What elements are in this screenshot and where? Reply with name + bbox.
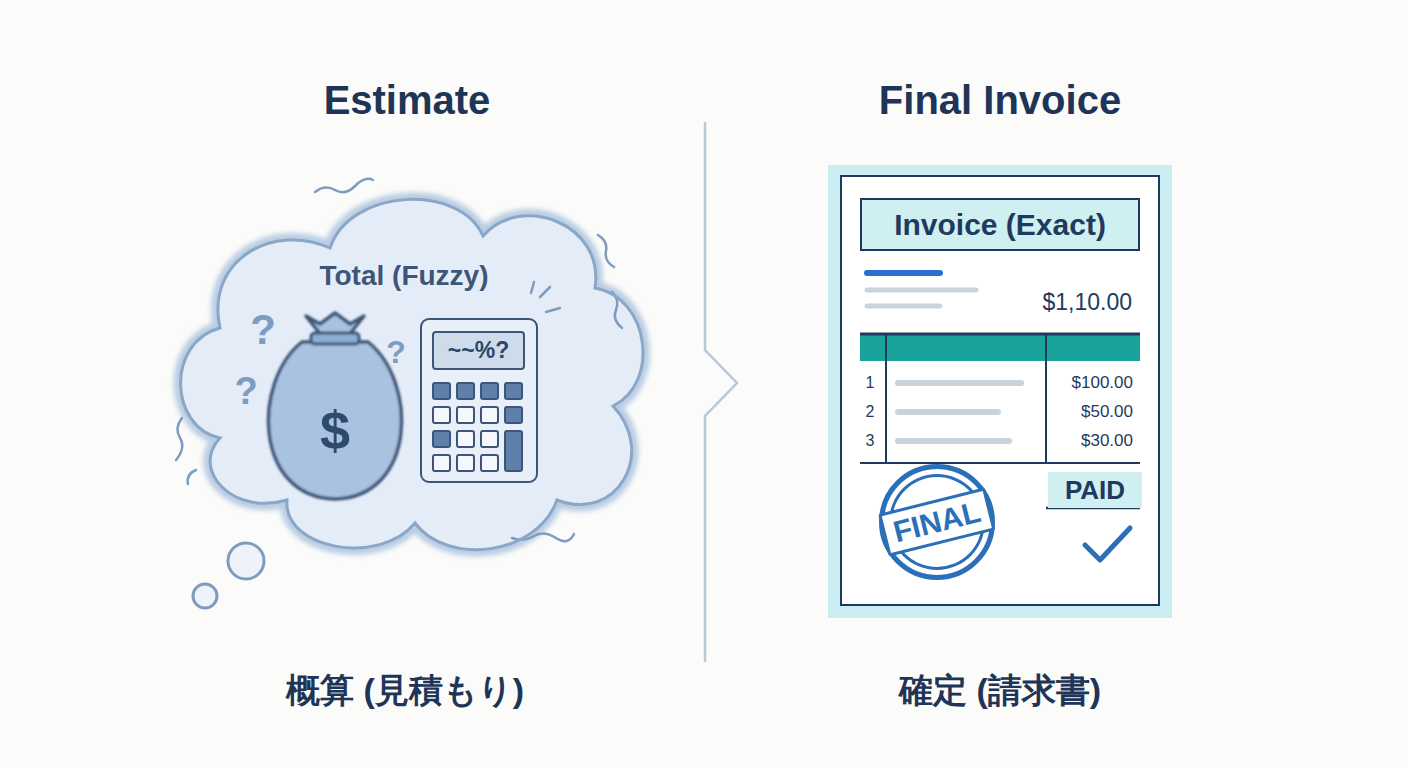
row-amount: $50.00	[1081, 402, 1133, 422]
paid-badge: PAID	[1048, 472, 1142, 508]
calculator-key	[480, 382, 499, 400]
calculator-key	[480, 430, 499, 448]
cloud-total: Total (Fuzzy)	[165, 260, 643, 292]
calculator-key	[456, 430, 475, 448]
calculator-key	[456, 382, 475, 400]
invoice-header-text: Invoice (Exact)	[862, 200, 1138, 249]
calculator-key	[480, 454, 499, 472]
caption-jp: 概算 (見積もり)	[286, 670, 524, 711]
heading: Estimate	[324, 76, 491, 124]
heading: Final Invoice	[879, 76, 1121, 124]
row-number: 1	[866, 373, 875, 392]
calculator-key	[456, 454, 475, 472]
dollar-sign: $	[320, 398, 350, 463]
calculator-key	[432, 430, 451, 448]
paid-text: PAID	[1048, 472, 1142, 508]
caption-jp: 確定 (請求書)	[899, 670, 1101, 711]
row-amount: $30.00	[1081, 431, 1133, 451]
calculator-key	[456, 406, 475, 424]
question-mark: ?	[234, 369, 257, 415]
calculator-key	[504, 382, 523, 400]
question-mark: ?	[386, 333, 406, 371]
calculator-key	[480, 406, 499, 424]
row-number: 3	[866, 431, 875, 450]
question-mark: ?	[250, 305, 276, 355]
invoice-header: Invoice (Exact)	[860, 198, 1140, 251]
invoice-total: $1,10.00	[1042, 289, 1132, 316]
row-number: 2	[866, 402, 875, 421]
calculator-key	[432, 454, 451, 472]
calculator-key	[432, 382, 451, 400]
calculator: ~~%?	[420, 318, 538, 483]
calculator-key	[504, 430, 523, 472]
calculator-key	[504, 406, 523, 424]
stamp-text: FINAL	[878, 487, 996, 556]
final-stamp: FINAL	[879, 464, 995, 580]
row-amount: $100.00	[1072, 373, 1133, 393]
calculator-key	[432, 406, 451, 424]
calculator-display: ~~%?	[432, 331, 525, 370]
